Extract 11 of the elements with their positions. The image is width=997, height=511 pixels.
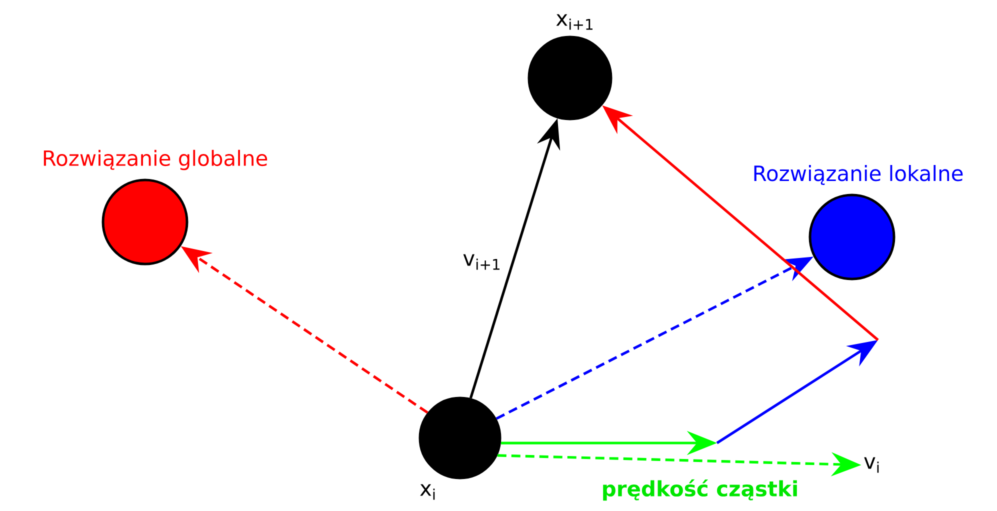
- node-label: x$_{i+1}$: [556, 14, 592, 30]
- node-label: x$_{i}$: [420, 484, 435, 500]
- solution-circle: [102, 178, 188, 266]
- particle-circle: [528, 36, 612, 120]
- vector-label: v$_{i}$: [864, 457, 879, 473]
- node-label: Rozwiązanie lokalne: [754, 165, 963, 185]
- solution-circle: [808, 194, 896, 280]
- particle-circle: [418, 396, 502, 480]
- node-label: Rozwiązanie globalne: [44, 150, 268, 170]
- vector-caption: prędkość cząstki: [603, 479, 797, 501]
- edge-label: v$_{i+1}$: [462, 253, 502, 271]
